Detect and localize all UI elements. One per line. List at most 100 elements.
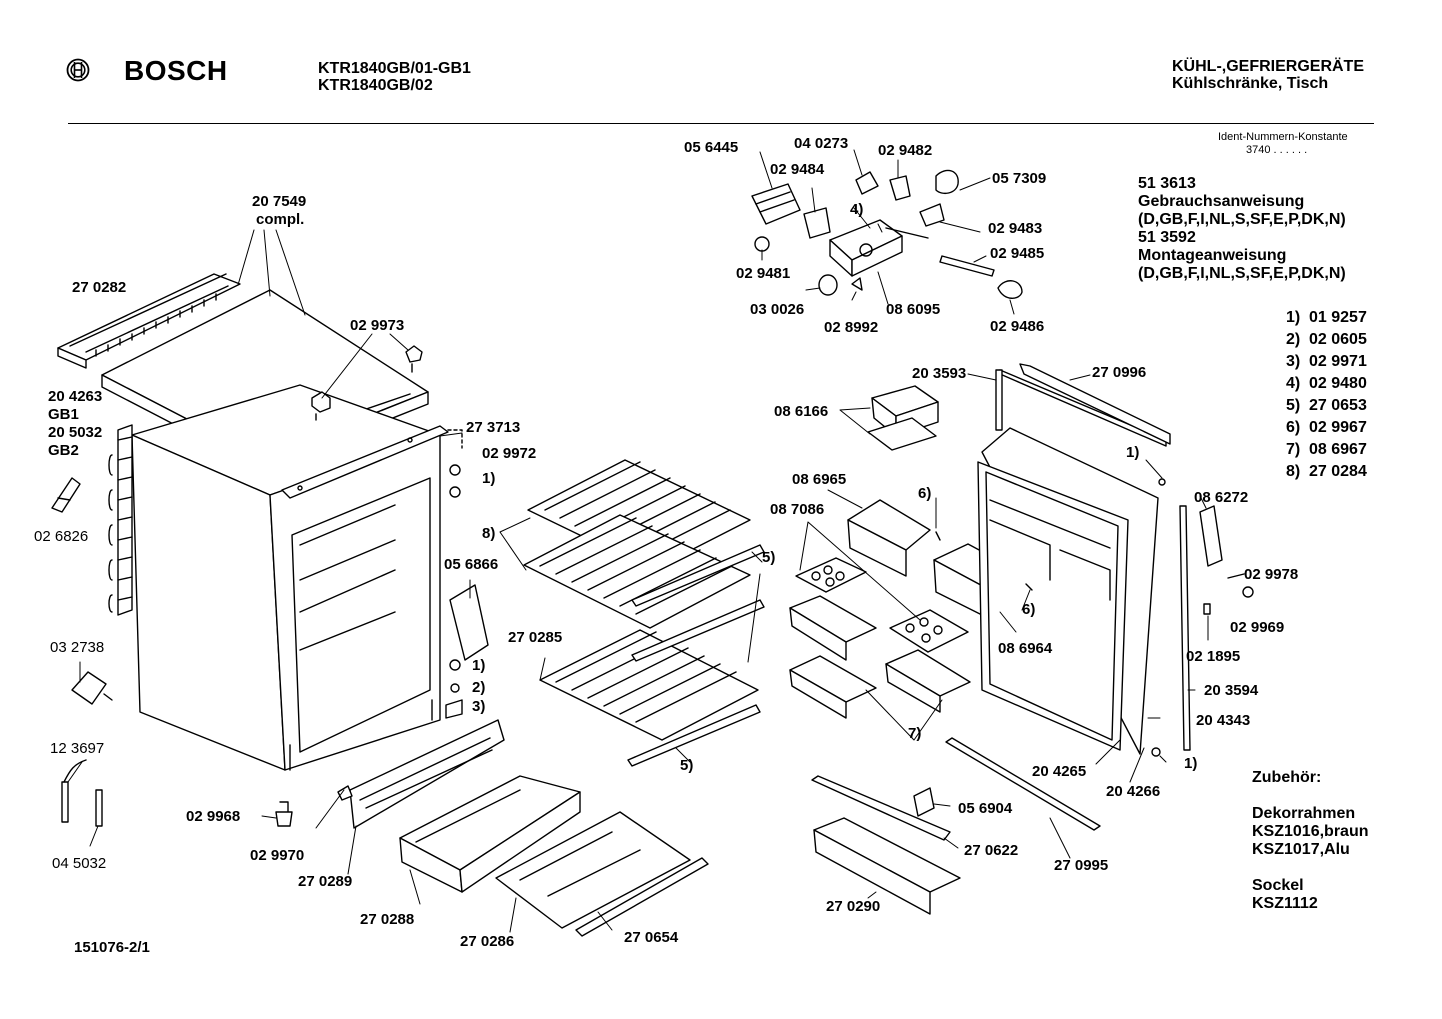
footnote-key: 5)	[1286, 397, 1301, 414]
part-label: 02 9978	[1244, 566, 1299, 583]
callout-label: 3)	[472, 698, 486, 715]
callout-label: 4)	[850, 201, 864, 218]
part-label: 08 6965	[792, 471, 847, 488]
top-vent-frame-icon	[58, 274, 240, 368]
handle-icon	[1200, 506, 1222, 566]
door-gasket-icon	[1020, 364, 1190, 750]
footnote-key: 4)	[1286, 375, 1301, 392]
category-line-2: Kühlschränke, Tisch	[1172, 75, 1329, 92]
leader-lines	[68, 150, 1208, 932]
hinge-pin-icon	[996, 370, 1002, 430]
part-label: GB1	[48, 406, 79, 423]
part-label: 04 0273	[794, 135, 849, 152]
doc-number-2: 51 3592	[1138, 229, 1196, 246]
model-line-1: KTR1840GB/01-GB1	[318, 60, 471, 77]
part-label: 08 6166	[774, 403, 829, 420]
callout-label: 1)	[472, 657, 486, 674]
footnote-value: 02 0605	[1309, 331, 1367, 348]
part-label: 02 9484	[770, 161, 825, 178]
part-label: 02 9970	[250, 847, 305, 864]
model-line-2: KTR1840GB/02	[318, 77, 433, 94]
door-shelf-icon	[790, 500, 1020, 718]
frame-item: KSZ1017,Alu	[1252, 841, 1350, 858]
part-label: 20 3593	[912, 365, 967, 382]
header-rule	[68, 123, 1374, 124]
part-label: 02 9968	[186, 808, 241, 825]
base-item: KSZ1112	[1252, 895, 1318, 912]
footnote-key: 2)	[1286, 331, 1301, 348]
footnote-key: 7)	[1286, 441, 1301, 458]
part-label: 03 0026	[750, 301, 805, 318]
doc-title-2: Montageanweisung	[1138, 247, 1287, 264]
part-label: 02 9485	[990, 245, 1045, 262]
part-label: GB2	[48, 442, 79, 459]
footnote-value: 02 9971	[1309, 353, 1367, 370]
part-label: 05 6866	[444, 556, 499, 573]
part-label: 27 0286	[460, 933, 515, 950]
callout-label: 2)	[472, 679, 486, 696]
part-label: 27 0654	[624, 929, 679, 946]
part-label: 03 2738	[50, 639, 105, 656]
part-label: 02 1895	[1186, 648, 1241, 665]
callout-label: 7)	[908, 725, 922, 742]
clip-small-icon	[914, 788, 934, 816]
part-label: 27 0289	[298, 873, 353, 890]
part-label: 05 7309	[992, 170, 1047, 187]
footnote-value: 01 9257	[1309, 309, 1367, 326]
part-label: 27 0996	[1092, 364, 1147, 381]
footnote-value: 02 9480	[1309, 375, 1367, 392]
part-label: 02 8992	[824, 319, 879, 336]
bottle-rack-icon	[812, 776, 950, 840]
screw-icon	[312, 346, 422, 420]
part-label: 05 6445	[684, 139, 739, 156]
small-screw-icon	[936, 479, 1253, 756]
cabinet-body-icon	[132, 385, 440, 770]
ident-label: Ident-Nummern-Konstante	[1218, 131, 1348, 143]
door-panel-icon	[978, 370, 1166, 754]
part-label: 20 4266	[1106, 783, 1161, 800]
doc-langs-2: (D,GB,F,I,NL,S,SF,E,P,DK,N)	[1138, 265, 1346, 282]
part-label: 05 6904	[958, 800, 1013, 817]
base-title: Sockel	[1252, 877, 1304, 894]
part-label: 20 4265	[1032, 763, 1087, 780]
part-label: 02 6826	[34, 528, 89, 545]
footnote-key: 1)	[1286, 309, 1301, 326]
part-label: 27 0290	[826, 898, 881, 915]
frame-item: KSZ1016,braun	[1252, 823, 1369, 840]
hinge-screw-icon	[448, 430, 462, 497]
part-label: 20 7549	[252, 193, 307, 210]
callout-label: 1)	[1184, 755, 1198, 772]
part-label: 02 9482	[878, 142, 933, 159]
part-label: 27 0288	[360, 911, 415, 928]
adjustable-foot-icon	[276, 802, 292, 826]
lower-hinge-icon	[446, 660, 462, 718]
footnote-value: 27 0653	[1309, 397, 1367, 414]
part-label: 27 0622	[964, 842, 1019, 859]
callout-label: 1)	[1126, 444, 1140, 461]
callout-label: 5)	[762, 549, 776, 566]
condenser-coil-icon	[109, 425, 132, 615]
bottle-tray-icon	[814, 818, 960, 914]
part-label: 08 6095	[886, 301, 941, 318]
hinge-strip-icon	[282, 426, 448, 498]
doc-title-1: Gebrauchsanweisung	[1138, 193, 1305, 210]
part-label: 02 9973	[350, 317, 405, 334]
glass-shelf-icon	[496, 812, 690, 928]
accessories-title: Zubehör:	[1252, 769, 1322, 786]
callout-label: 6)	[1022, 601, 1036, 618]
clip-icon	[338, 786, 352, 800]
callout-label: 6)	[918, 485, 932, 502]
callout-label: 1)	[482, 470, 496, 487]
part-label: 02 9969	[1230, 619, 1285, 636]
bracket-icon	[52, 478, 80, 512]
sensor-icon	[62, 760, 102, 826]
part-label: 02 9972	[482, 445, 537, 462]
callout-label: 5)	[680, 757, 694, 774]
shelf-rail-icon	[628, 545, 764, 766]
doc-number-1: 51 3613	[1138, 175, 1196, 192]
footnote-value: 27 0284	[1309, 463, 1367, 480]
footnote-key: 8)	[1286, 463, 1301, 480]
part-label: 27 0282	[72, 279, 127, 296]
part-label: 02 9481	[736, 265, 791, 282]
